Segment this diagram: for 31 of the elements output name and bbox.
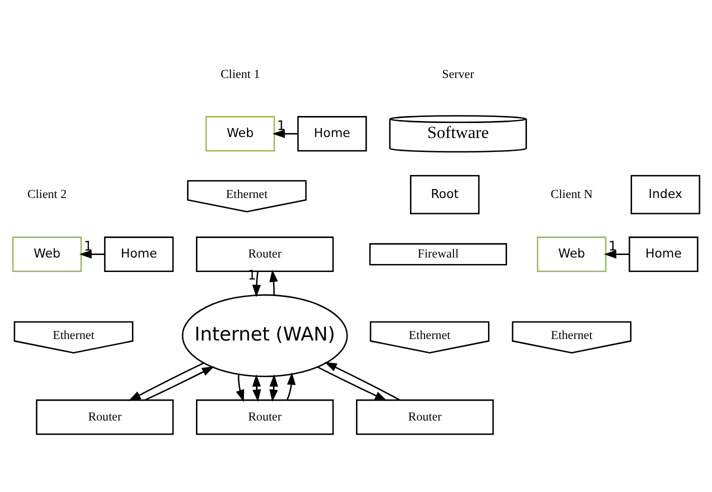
node-box: Web [205, 116, 276, 152]
label: Client N [550, 186, 593, 201]
arrow [318, 366, 388, 401]
node-box: Firewall [369, 243, 508, 266]
arrow [269, 376, 278, 402]
node-box: Root [410, 174, 480, 214]
edge-label: 1 [277, 119, 286, 134]
node-box: Router [36, 399, 174, 435]
arrow [324, 362, 400, 401]
edge-label: 1 [84, 240, 92, 255]
arrow [144, 366, 214, 401]
arrow [272, 129, 298, 138]
edge-label: 1 [608, 240, 617, 255]
label: Client 1 [220, 67, 260, 82]
arrow [286, 372, 296, 400]
label: Server [442, 67, 474, 82]
arrow [236, 374, 244, 402]
node-box: Router [196, 399, 334, 435]
node-box: Home [104, 236, 174, 272]
arrow [252, 272, 261, 298]
arrow [269, 270, 278, 296]
node-box: Router [356, 399, 494, 435]
node-box: Web [536, 236, 606, 272]
node-box: Web [12, 236, 82, 272]
node-box: Index [630, 174, 700, 214]
node-box: Home [297, 116, 367, 152]
label: Client 2 [27, 186, 67, 201]
node-box: Home [628, 236, 698, 272]
arrow [604, 250, 629, 259]
arrow [128, 362, 204, 402]
arrow [79, 250, 104, 259]
